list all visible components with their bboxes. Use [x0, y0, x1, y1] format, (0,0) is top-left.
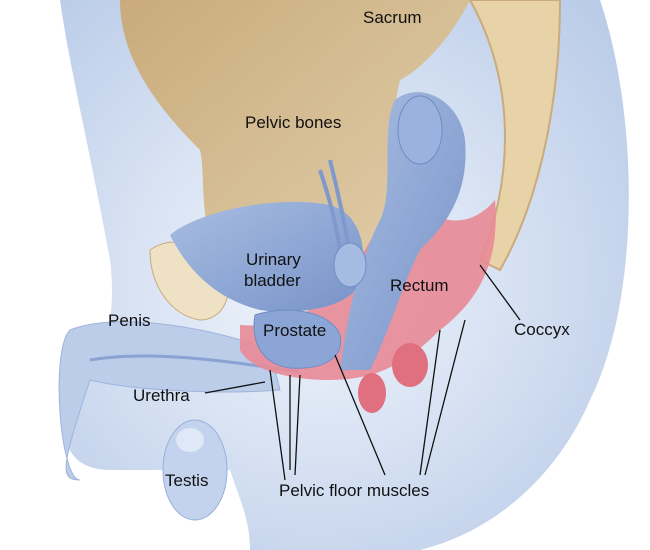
label-rectum: Rectum [390, 276, 449, 295]
label-testis: Testis [165, 471, 209, 490]
sacrum-shape [468, 0, 562, 272]
label-coccyx: Coccyx [514, 320, 570, 339]
label-pelvic-floor-muscles: Pelvic floor muscles [279, 481, 430, 500]
label-urinary-bladder-line2: bladder [244, 271, 301, 290]
label-sacrum: Sacrum [363, 8, 422, 27]
leader-lines [204, 264, 521, 481]
urinary-bladder-shape [170, 201, 363, 312]
label-prostate: Prostate [263, 321, 327, 340]
label-penis: Penis [108, 311, 151, 330]
prostate-shape [253, 309, 342, 369]
label-urethra: Urethra [133, 386, 190, 405]
label-pelvic-bones: Pelvic bones [245, 113, 342, 132]
label-urinary-bladder-line1: Urinary [246, 250, 301, 269]
rectum-shape [340, 92, 466, 370]
